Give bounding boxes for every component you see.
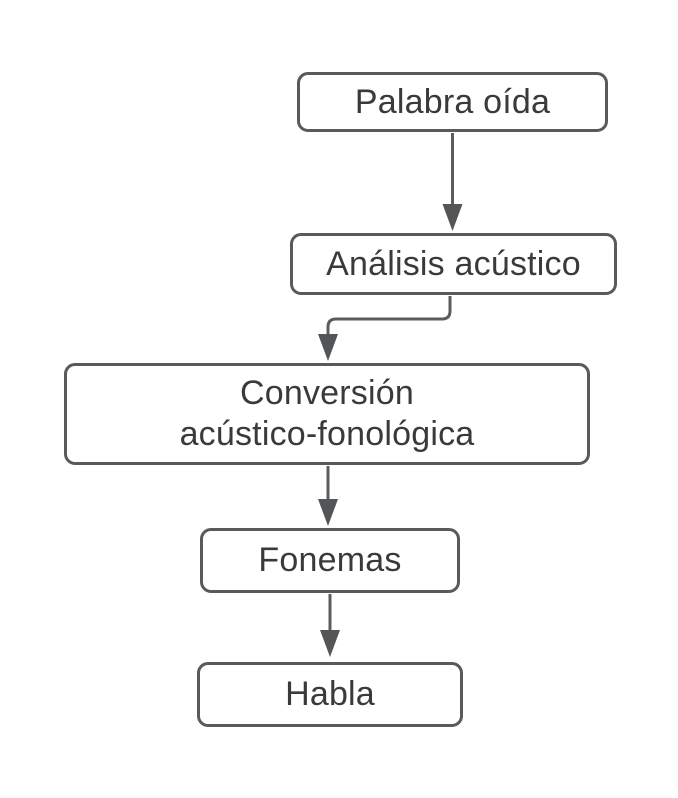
edge-analisis-to-conversion bbox=[318, 296, 452, 361]
edge-conversion-to-fonemas-arrowhead-icon bbox=[318, 499, 338, 526]
node-label: Palabra oída bbox=[354, 82, 551, 121]
node-label: Fonemas bbox=[258, 541, 402, 579]
edge-fonemas-to-habla bbox=[320, 594, 340, 657]
node-fonemas: Fonemas bbox=[200, 528, 460, 593]
edge-analisis-to-conversion-arrowhead-icon bbox=[318, 334, 338, 361]
node-habla: Habla bbox=[197, 662, 463, 727]
node-label: Análisis acústico bbox=[326, 244, 581, 283]
node-palabra-oida: Palabra oída bbox=[297, 72, 608, 132]
edge-analisis-to-conversion-line bbox=[326, 296, 452, 336]
node-label: Habla bbox=[285, 675, 375, 713]
edge-palabra-to-analisis-arrowhead-icon bbox=[442, 204, 463, 231]
node-label: Conversión acústico-fonológica bbox=[179, 374, 475, 453]
node-analisis-acustico: Análisis acústico bbox=[290, 233, 617, 295]
edge-palabra-to-analisis bbox=[442, 133, 463, 231]
node-conversion-acustico-fonologica: Conversión acústico-fonológica bbox=[64, 363, 590, 465]
edge-conversion-to-fonemas bbox=[318, 466, 338, 526]
edge-fonemas-to-habla-arrowhead-icon bbox=[320, 630, 340, 657]
